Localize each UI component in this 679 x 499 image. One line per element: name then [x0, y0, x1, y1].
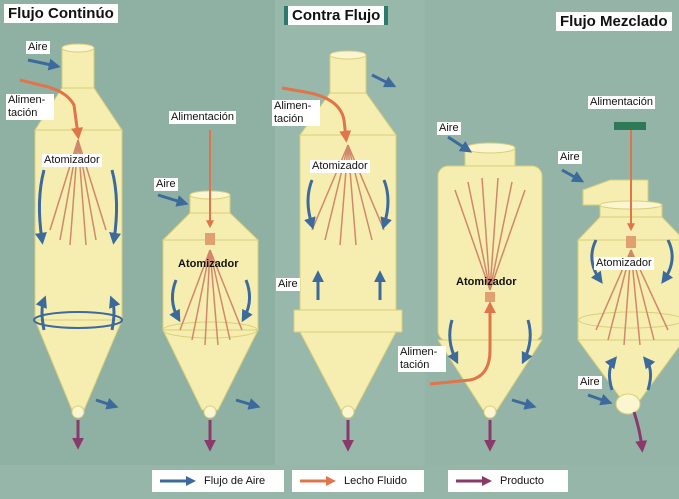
- heading-flujo-continuo: Flujo Continúo: [4, 4, 118, 23]
- legend-fluid-bed-label: Lecho Fluido: [344, 475, 407, 487]
- label-atomizador: Atomizador: [594, 257, 654, 270]
- label-atomizador: Atomizador: [454, 276, 519, 289]
- label-aire: Aire: [154, 178, 178, 191]
- label-aire: Aire: [26, 41, 50, 54]
- label-aire: Aire: [276, 278, 300, 291]
- label-aire: Aire: [558, 151, 582, 164]
- label-aire: Aire: [437, 122, 461, 135]
- legend-product-label: Producto: [500, 475, 544, 487]
- label-atomizador: Atomizador: [42, 154, 102, 167]
- label-alimentacion: Alimen-tación: [398, 346, 446, 372]
- legend-fluid-bed: Lecho Fluido: [292, 470, 424, 492]
- legend-product: Producto: [448, 470, 568, 492]
- label-aire: Aire: [578, 376, 602, 389]
- blue-arrow-icon: [158, 475, 198, 487]
- label-alimentacion: Alimentación: [588, 96, 655, 109]
- legend-air-flow: Flujo de Aire: [152, 470, 284, 492]
- legend-air-flow-label: Flujo de Aire: [204, 475, 265, 487]
- label-alimentacion: Alimen-tación: [272, 100, 320, 126]
- label-atomizador: Atomizador: [176, 258, 241, 271]
- heading-flujo-mezclado: Flujo Mezclado: [556, 12, 672, 31]
- purple-arrow-icon: [454, 475, 494, 487]
- label-alimentacion: Alimentación: [169, 111, 236, 124]
- label-atomizador: Atomizador: [310, 160, 370, 173]
- heading-contra-flujo: Contra Flujo: [284, 6, 388, 25]
- orange-arrow-icon: [298, 475, 338, 487]
- label-alimentacion: Alimen-tación: [6, 94, 54, 120]
